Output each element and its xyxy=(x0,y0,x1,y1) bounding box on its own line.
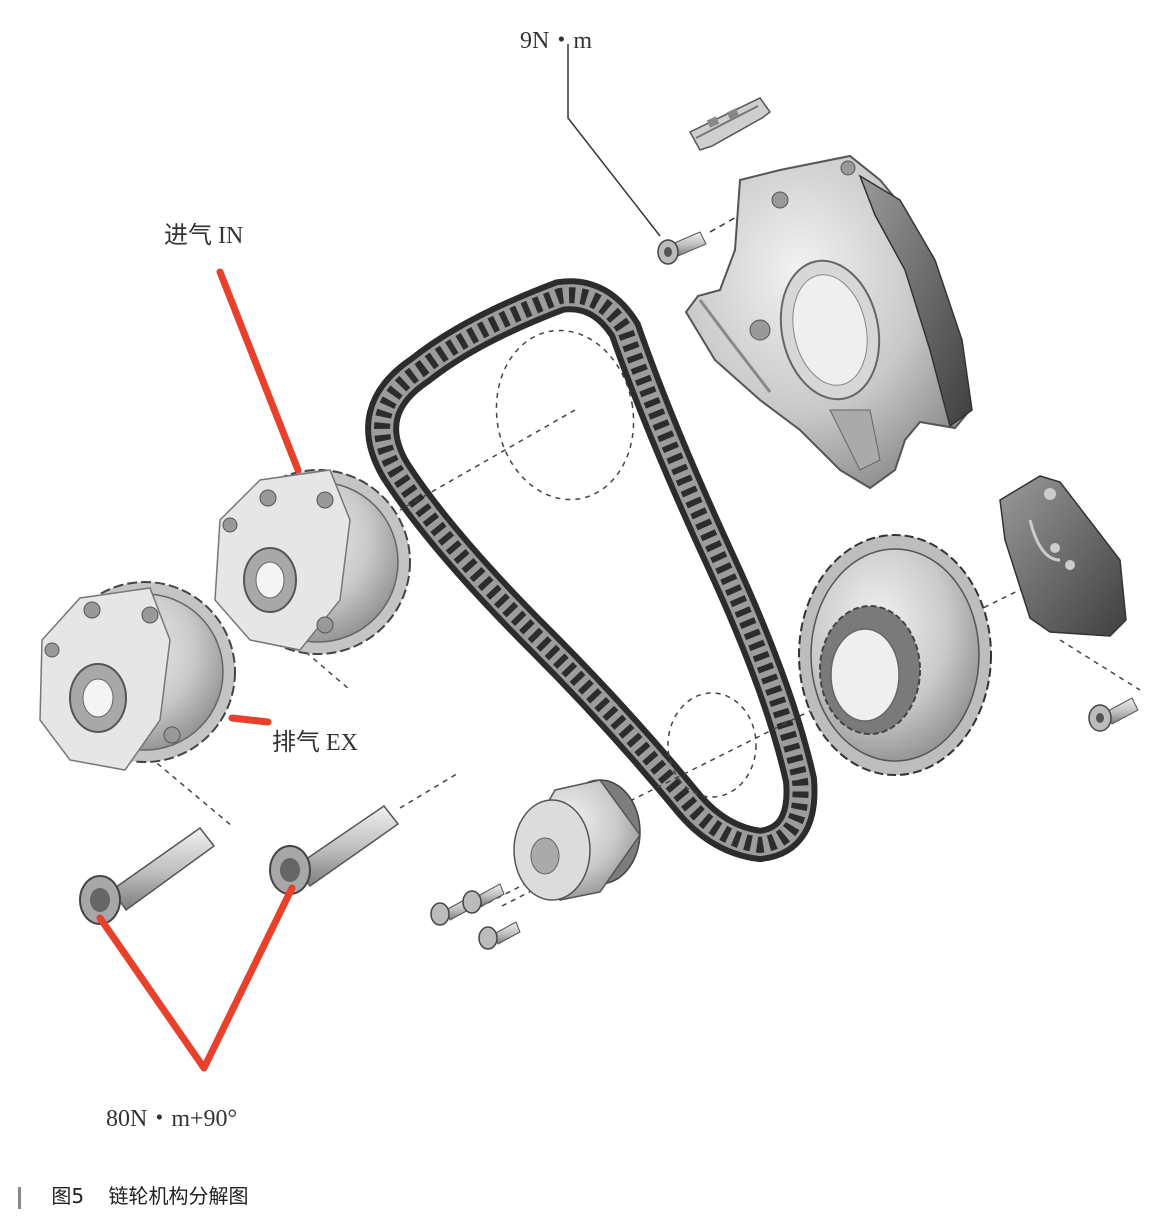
intake-leader xyxy=(216,268,302,474)
pulley-bolts xyxy=(430,883,521,950)
torque-top-leader xyxy=(567,44,661,237)
red-leader-lines xyxy=(96,268,302,1072)
intake-camshaft-sprocket xyxy=(214,469,411,655)
tensioner-pad xyxy=(999,475,1127,637)
figure-caption: 图5 链轮机构分解图 xyxy=(18,1180,248,1209)
timing-chain xyxy=(365,278,818,863)
exhaust-leader xyxy=(228,714,272,726)
crankshaft-sprocket xyxy=(798,534,992,776)
tensioner-bolt xyxy=(1088,697,1139,732)
caption-bar xyxy=(18,1186,21,1209)
label-torque-top: 9N・m xyxy=(520,28,592,54)
label-intake: 进气 IN xyxy=(164,223,244,249)
label-exhaust: 排气 EX xyxy=(272,730,358,756)
housing-bolt xyxy=(657,231,707,265)
intake-camshaft-bolt xyxy=(269,804,400,895)
exhaust-camshaft-sprocket xyxy=(39,581,236,771)
figure-number: 图5 xyxy=(51,1184,85,1208)
figure-title: 链轮机构分解图 xyxy=(108,1184,249,1208)
exhaust-camshaft-bolt xyxy=(79,826,216,925)
chain-tensioner-clip xyxy=(688,97,772,151)
chain-guide-housing xyxy=(684,154,973,490)
bolt-torque-leader xyxy=(96,884,296,1072)
label-torque-bolts: 80N・m+90° xyxy=(106,1106,238,1132)
guide-pulley xyxy=(513,779,641,901)
